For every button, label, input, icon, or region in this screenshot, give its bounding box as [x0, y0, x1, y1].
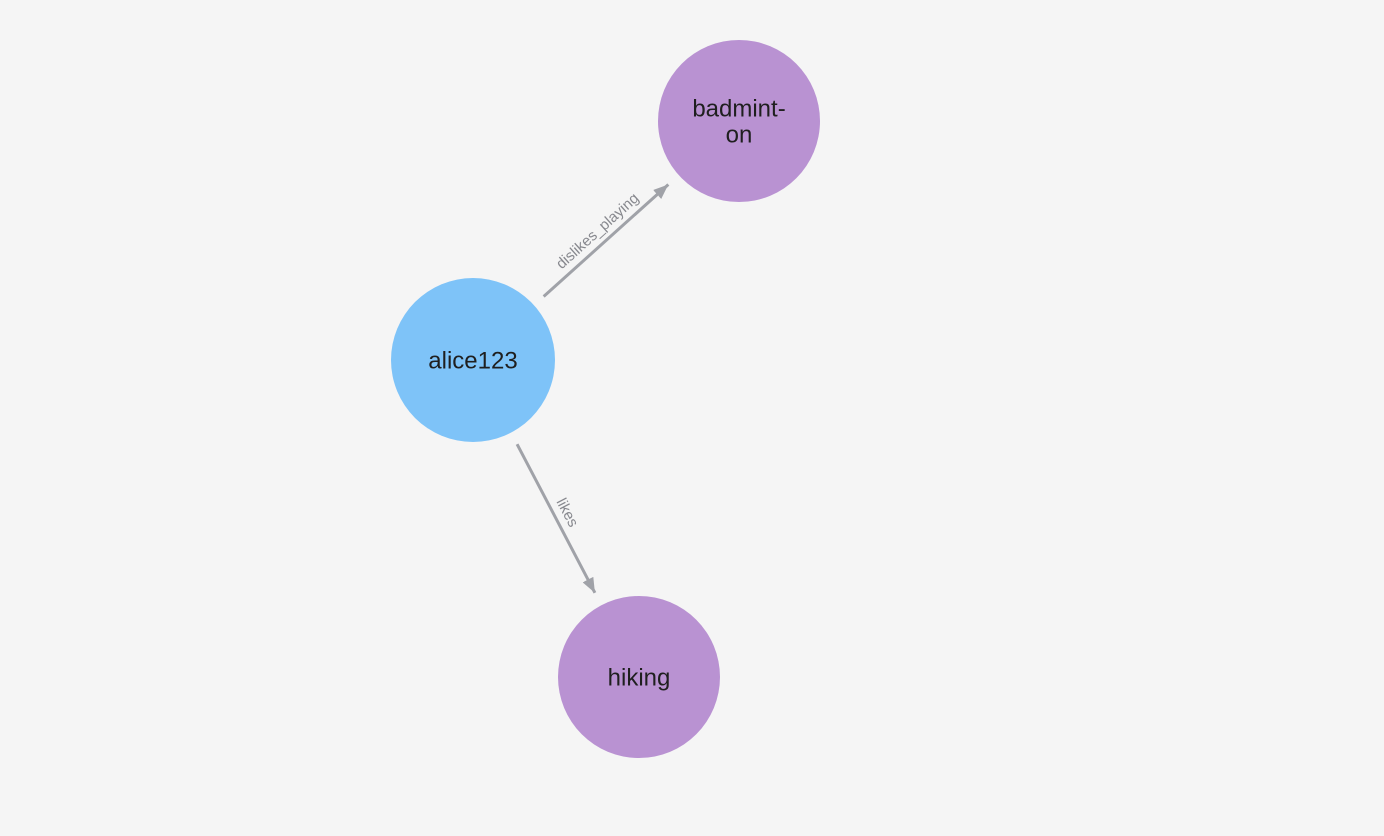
node-circle-alice123[interactable]	[391, 278, 555, 442]
node-badminton: badmint-on	[658, 40, 820, 202]
node-circle-badminton[interactable]	[658, 40, 820, 202]
edge-label: dislikes_playing	[553, 190, 643, 273]
node-label: alice123	[428, 347, 517, 374]
node-label: hiking	[608, 664, 671, 691]
edge-line[interactable]	[542, 183, 670, 298]
edge-line[interactable]	[515, 443, 597, 594]
node-alice123: alice123	[391, 278, 555, 442]
node-circle-hiking[interactable]	[558, 596, 720, 758]
node-label: badmint-on	[692, 95, 785, 148]
edge-label: likes	[553, 495, 582, 529]
edge-likes: likes	[515, 443, 597, 594]
node-hiking: hiking	[558, 596, 720, 758]
edge-dislikes_playing: dislikes_playing	[542, 183, 670, 298]
